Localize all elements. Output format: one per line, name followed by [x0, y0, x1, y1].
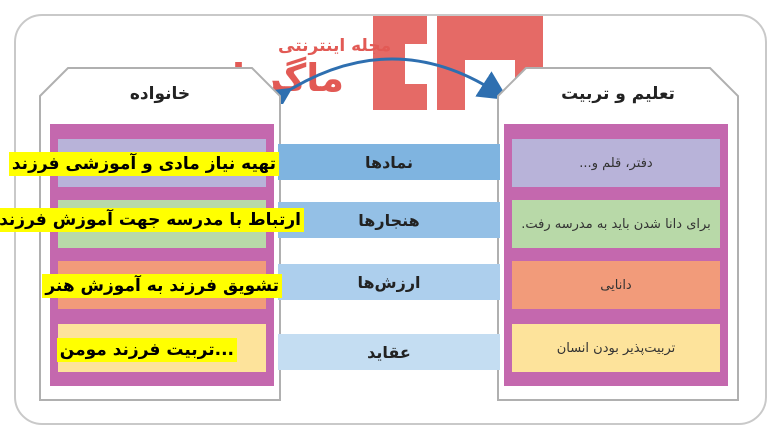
left-item-2: ارتباط با مدرسه جهت آموزش فرزند — [0, 208, 304, 232]
right-cell-4: تربیت‌پذیر بودن انسان — [512, 324, 720, 372]
left-item-1: تهیه نیاز مادی و آموزشی فرزند — [8, 152, 279, 176]
middle-label-values: ارزش‌ها — [278, 264, 500, 300]
right-cell-1: دفتر، قلم و... — [512, 139, 720, 187]
middle-label-norms: هنجارها — [278, 202, 500, 238]
watermark-line1: مجله اینترنتی — [278, 36, 392, 56]
right-cell-3: دانایی — [512, 261, 720, 309]
left-item-4: ...تربیت فرزند مومن — [56, 338, 237, 362]
left-box-title: خانواده — [129, 84, 191, 104]
right-cell-2: برای دانا شدن باید به مدرسه رفت. — [512, 200, 720, 248]
right-box-title: تعلیم و تربیت — [561, 84, 675, 104]
middle-label-beliefs: عقاید — [278, 334, 500, 370]
double-arrow — [270, 57, 509, 104]
middle-label-symbols: نمادها — [278, 144, 500, 180]
left-item-3: تشویق فرزند به آموزش هنر — [42, 274, 282, 298]
